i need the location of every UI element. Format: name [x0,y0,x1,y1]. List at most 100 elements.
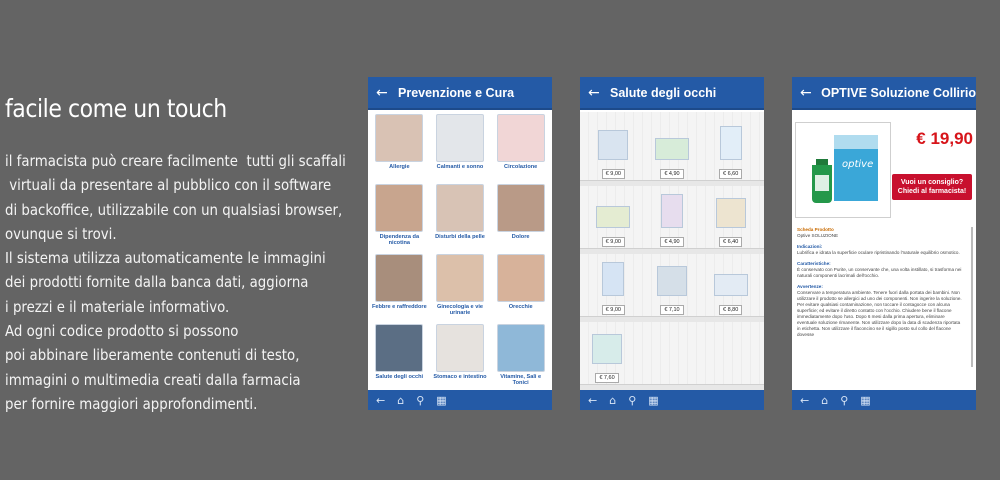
category-tile[interactable]: Dipendenza da nicotina [371,184,428,254]
category-label: Stomaco e intestino [433,374,487,380]
shelf-product[interactable]: € 9,00 [590,262,636,316]
category-label: Calmanti e sonno [436,164,484,170]
screen-header: ← Salute degli occhi [580,77,764,110]
description-line: dei prodotti fornite dalla banca dati, a… [5,273,309,292]
category-tile[interactable]: Dolore [492,184,549,254]
price-tag: € 6,60 [718,169,743,179]
product-details: Scheda Prodotto Optive SOLUZIONE Indicaz… [797,227,962,388]
category-label: Dipendenza da nicotina [379,234,420,247]
product-image: optive [795,122,891,218]
scrollbar[interactable] [971,227,973,367]
category-image [435,114,484,162]
home-icon[interactable]: ⌂ [821,393,829,407]
barcode-icon[interactable]: ▦ [436,393,447,407]
shelf-product[interactable]: € 4,90 [649,194,695,248]
product-package [596,206,631,228]
bottom-toolbar: ← ⌂ ⚲ ▦ [792,390,976,410]
product-box-label: optive [842,159,873,170]
price-tag: € 9,00 [601,305,625,315]
ask-pharmacist-button[interactable]: Vuoi un consiglio? Chiedi al farmacista! [892,174,972,200]
shelf-product[interactable]: € 6,40 [708,198,754,248]
category-tile[interactable]: Salute degli occhi [371,324,428,394]
back-arrow-icon[interactable]: ← [800,393,810,407]
shelf-row: € 9,00 € 4,90 € 6,60 [580,116,764,186]
price-tag: € 4,90 [660,169,684,179]
category-image [375,254,424,302]
search-icon[interactable]: ⚲ [840,393,849,407]
description-line: Il sistema utilizza automaticamente le i… [5,249,326,268]
category-tile[interactable]: Stomaco e intestino [432,324,489,394]
category-tile[interactable]: Orecchie [492,254,549,324]
price-tag: € 7,60 [595,373,619,383]
details-section-text: È conservato con Purite, un conservante … [797,267,962,278]
price-tag: € 7,10 [660,305,684,315]
shelf-product[interactable]: € 6,60 [708,126,754,180]
category-label: Orecchie [508,304,533,310]
headline: facile come un touch [5,94,227,123]
home-icon[interactable]: ⌂ [397,393,405,407]
category-tile[interactable]: Calmanti e sonno [432,114,489,184]
virtual-shelves: € 9,00 € 4,90 € 6,60 € 9,00 € 4,90 € 6,40 € 9,… [580,112,764,390]
search-icon[interactable]: ⚲ [416,393,425,407]
details-section-text: Lubrifica e idrata la superficie oculare… [797,250,960,255]
category-image [435,254,484,302]
description-line: immagini o multimedia creati dalla farma… [5,370,301,389]
screen-title: OPTIVE Soluzione Collirio [821,85,976,100]
category-image [375,324,424,372]
shelf-product[interactable]: € 7,10 [649,266,695,316]
category-tile[interactable]: Febbre e raffreddore [371,254,428,324]
barcode-icon[interactable]: ▦ [648,393,659,407]
back-arrow-icon[interactable]: ← [800,84,812,101]
description-line: i prezzi e il materiale informativo. [5,297,230,316]
shelf-board [580,248,764,254]
screen-title: Salute degli occhi [610,85,717,100]
shelf-product[interactable]: € 4,90 [649,138,695,180]
category-label: Ginecologia e vie urinarie [436,304,483,317]
shelf-row: € 7,60 [580,320,764,390]
product-package [713,274,748,296]
category-tile[interactable]: Allergie [371,114,428,184]
category-tile[interactable]: Circolazione [492,114,549,184]
back-arrow-icon[interactable]: ← [588,84,600,101]
price-tag: € 6,40 [718,237,743,247]
price-tag: € 4,90 [660,237,684,247]
category-label: Disturbi della pelle [435,234,485,240]
category-label: Salute degli occhi [375,374,424,380]
category-tile[interactable]: Vitamine, Sali e Tonici [492,324,549,394]
category-label: Circolazione [504,164,538,170]
shelf-product[interactable]: € 9,00 [590,130,636,180]
description: il farmacista può creare facilmente tutt… [5,149,400,416]
category-label: Vitamine, Sali e Tonici [500,374,542,387]
description-line: Ad ogni codice prodotto si possono [5,322,239,341]
category-tile[interactable]: Ginecologia e vie urinarie [432,254,489,324]
category-label: Allergie [389,164,410,170]
category-label: Dolore [511,234,530,240]
screen-title: Prevenzione e Cura [398,85,515,100]
product-package [656,266,687,296]
shelf-product[interactable]: € 7,60 [584,334,630,384]
phone-screen-categories: ← Prevenzione e Cura Allergie Calmanti e … [368,77,552,410]
details-section-text: Conservare a temperatura ambiente. Tener… [797,290,962,337]
description-line: di backoffice, utilizzabile con un quals… [5,200,343,219]
price-tag: € 8,80 [718,305,743,315]
shelf-board [580,316,764,322]
home-icon[interactable]: ⌂ [609,393,617,407]
back-arrow-icon[interactable]: ← [376,84,388,101]
product-package [602,262,625,296]
bottom-toolbar: ← ⌂ ⚲ ▦ [368,390,552,410]
phone-screen-product: ← OPTIVE Soluzione Collirio optive € 19,… [792,77,976,410]
category-tile[interactable]: Disturbi della pelle [432,184,489,254]
price-tag: € 9,00 [601,169,625,179]
barcode-icon[interactable]: ▦ [860,393,871,407]
bottom-toolbar: ← ⌂ ⚲ ▦ [580,390,764,410]
details-product-name: Optive SOLUZIONE [797,233,839,238]
category-image [496,184,545,232]
shelf-product[interactable]: € 8,80 [708,274,754,316]
back-arrow-icon[interactable]: ← [376,393,386,407]
details-section-title: Indicazioni: [797,244,823,249]
shelf-product[interactable]: € 9,00 [590,206,636,248]
back-arrow-icon[interactable]: ← [588,393,598,407]
category-image [496,324,545,372]
search-icon[interactable]: ⚲ [628,393,637,407]
